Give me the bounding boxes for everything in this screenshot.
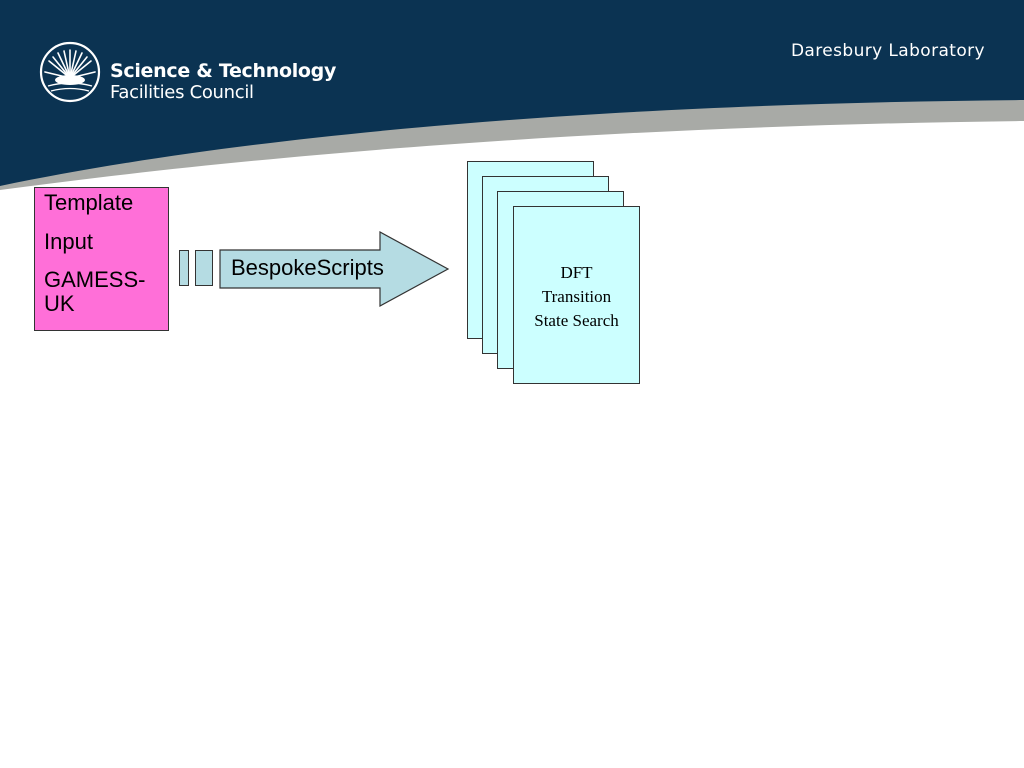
stfc-logo: Science & Technology Facilities Council [38, 38, 336, 108]
card-label: DFT Transition State Search [514, 261, 639, 333]
input-line-template: Template [44, 190, 134, 215]
arrow-label: BespokeScripts [231, 255, 384, 280]
header-swoosh [0, 98, 1024, 190]
input-line-input: Input [44, 229, 93, 254]
card-front: DFT Transition State Search [513, 206, 640, 384]
header-background [0, 0, 1024, 186]
logo-title: Science & Technology [110, 60, 337, 82]
connector-bar-2 [195, 250, 213, 286]
scripts-arrow [219, 230, 450, 308]
input-line-program: GAMESS-UK [44, 267, 146, 316]
card-line-3: State Search [534, 311, 619, 330]
connector-bar-1 [179, 250, 189, 286]
sunburst-icon [39, 41, 101, 103]
logo-subtitle: Facilities Council [110, 82, 254, 103]
header-band [0, 0, 1024, 190]
site-name: Daresbury Laboratory [790, 41, 985, 61]
card-line-2: Transition [541, 287, 612, 306]
card-line-1: DFT [560, 263, 593, 282]
template-input-box: Template Input GAMESS-UK [34, 187, 169, 331]
